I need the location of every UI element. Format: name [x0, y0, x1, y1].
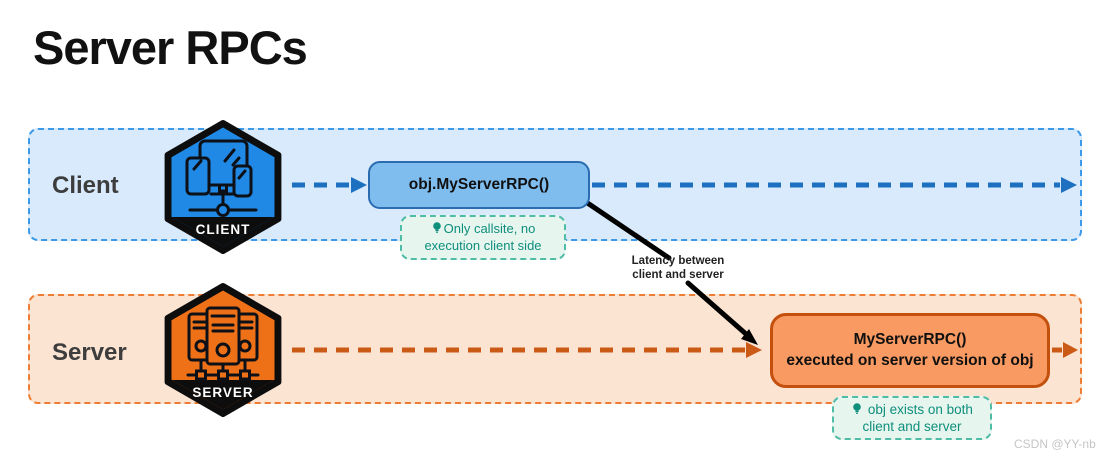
server-note: obj exists on both client and server — [832, 396, 992, 440]
page-title: Server RPCs — [33, 21, 308, 74]
devices-icon — [185, 139, 258, 217]
latency-arrow-label: Latency between client and server — [631, 255, 725, 281]
client-note: Only callsite, no execution client side — [400, 215, 566, 260]
server-flow-arrow — [292, 342, 1078, 358]
server-rack-icon — [186, 306, 260, 381]
server-note-line1: obj exists on both — [867, 401, 973, 417]
client-note-line1: Only callsite, no — [443, 220, 536, 236]
server-badge-label: SERVER — [192, 385, 253, 400]
latency-arrow — [583, 199, 758, 345]
client-flow-arrow — [292, 177, 1077, 193]
client-badge-label: CLIENT — [196, 222, 251, 237]
server-hexagon-badge: SERVER — [164, 283, 282, 417]
watermark: CSDN @YY-nb — [1014, 437, 1096, 451]
server-note-line2: client and server — [862, 419, 962, 434]
client-hexagon-badge: CLIENT — [164, 120, 282, 254]
server-rpc-box: MyServerRPC() executed on server version… — [770, 313, 1050, 388]
client-rpc-box-label: obj.MyServerRPC() — [408, 176, 550, 193]
client-note-line2: execution client side — [424, 237, 542, 253]
server-lane-label: Server — [52, 339, 127, 366]
server-rpc-box-label: MyServerRPC() executed on server version… — [786, 331, 1034, 369]
client-lane-label: Client — [52, 172, 119, 199]
client-rpc-box: obj.MyServerRPC() — [368, 161, 590, 209]
lightbulb-icon — [432, 222, 441, 233]
lightbulb-icon — [853, 402, 861, 414]
